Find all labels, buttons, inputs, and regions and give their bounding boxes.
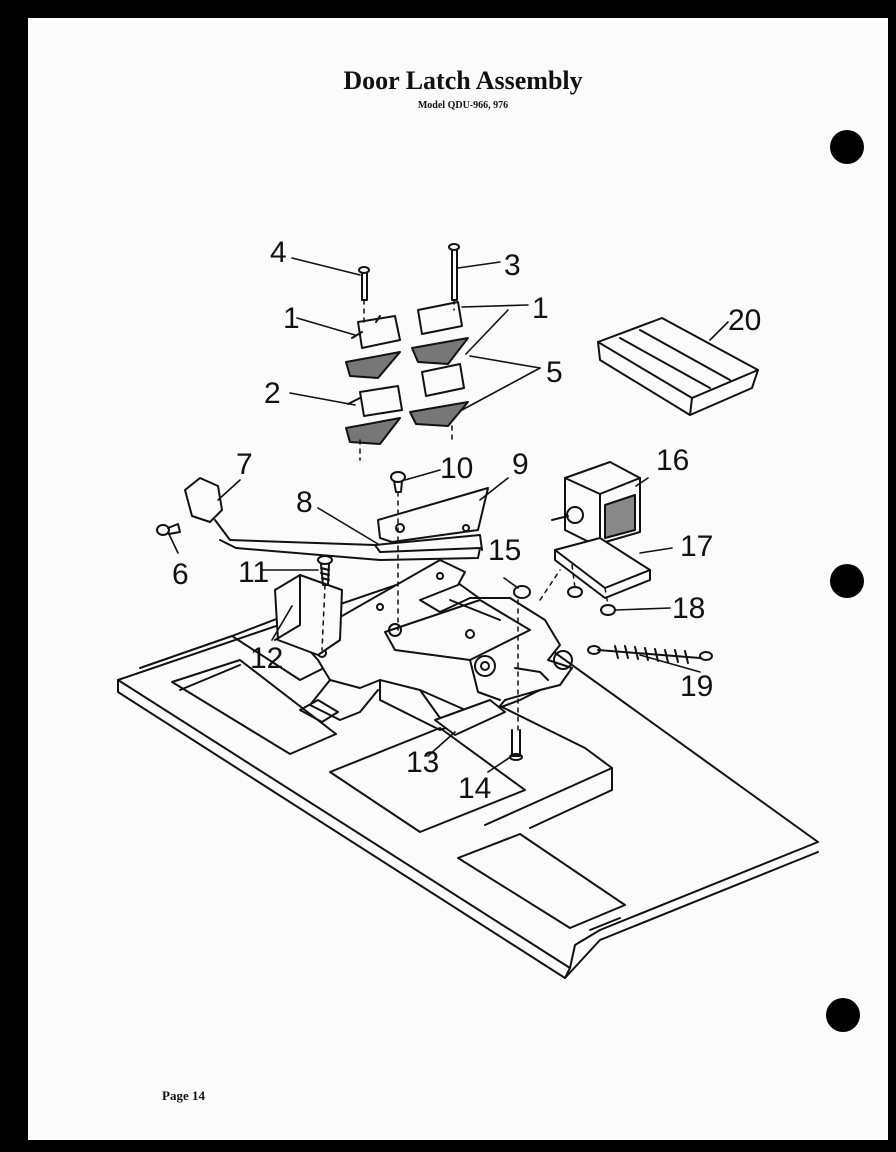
page-number: Page 14 — [162, 1088, 205, 1103]
interlock-switches-right — [409, 301, 469, 427]
part-12-plate — [274, 574, 343, 656]
page-title: Door Latch Assembly — [343, 66, 583, 95]
callout-labels: 1 1 2 3 4 5 6 7 8 9 10 11 12 13 14 15 16… — [172, 236, 761, 805]
callout-19: 19 — [680, 670, 713, 703]
callout-1-right: 1 — [532, 292, 549, 325]
binder-hole-top — [830, 130, 864, 164]
callout-16: 16 — [656, 444, 689, 477]
screw-10 — [390, 471, 406, 493]
callout-11: 11 — [238, 556, 269, 589]
callout-20: 20 — [728, 304, 761, 337]
callout-5: 5 — [546, 356, 563, 389]
nut-15 — [513, 585, 531, 599]
screw-4 — [358, 266, 370, 301]
callout-15: 15 — [488, 534, 521, 567]
callout-8: 8 — [296, 486, 313, 519]
screw-11 — [317, 555, 333, 586]
alignment-lines — [321, 299, 609, 731]
screw-3 — [448, 243, 460, 301]
callout-18: 18 — [672, 592, 705, 625]
leader-lines — [167, 257, 729, 773]
model-subtitle: Model QDU-966, 976 — [417, 100, 509, 111]
terminal-block-20 — [597, 317, 759, 416]
binder-hole-middle — [830, 564, 864, 598]
spring-19 — [587, 645, 713, 664]
solenoid-16 — [551, 461, 641, 546]
callout-7: 7 — [236, 448, 253, 481]
callout-17: 17 — [680, 530, 713, 563]
callout-9: 9 — [512, 448, 529, 481]
callout-14: 14 — [458, 772, 491, 805]
callout-12: 12 — [250, 642, 283, 675]
callout-1-left: 1 — [283, 302, 300, 335]
callout-2: 2 — [264, 377, 281, 410]
callout-3: 3 — [504, 249, 521, 282]
callout-10: 10 — [440, 452, 473, 485]
lever-13 — [434, 699, 506, 736]
latch-bracket-assembly — [299, 559, 573, 731]
callout-4: 4 — [270, 236, 287, 269]
mounting-bracket-17 — [554, 537, 651, 599]
callout-6: 6 — [172, 558, 189, 591]
binder-hole-bottom — [826, 998, 860, 1032]
latch-lever — [184, 477, 483, 561]
callout-13: 13 — [406, 746, 439, 779]
screw-6 — [156, 523, 181, 536]
actuator-plate-9 — [377, 487, 489, 543]
interlock-switches-left — [345, 315, 403, 445]
